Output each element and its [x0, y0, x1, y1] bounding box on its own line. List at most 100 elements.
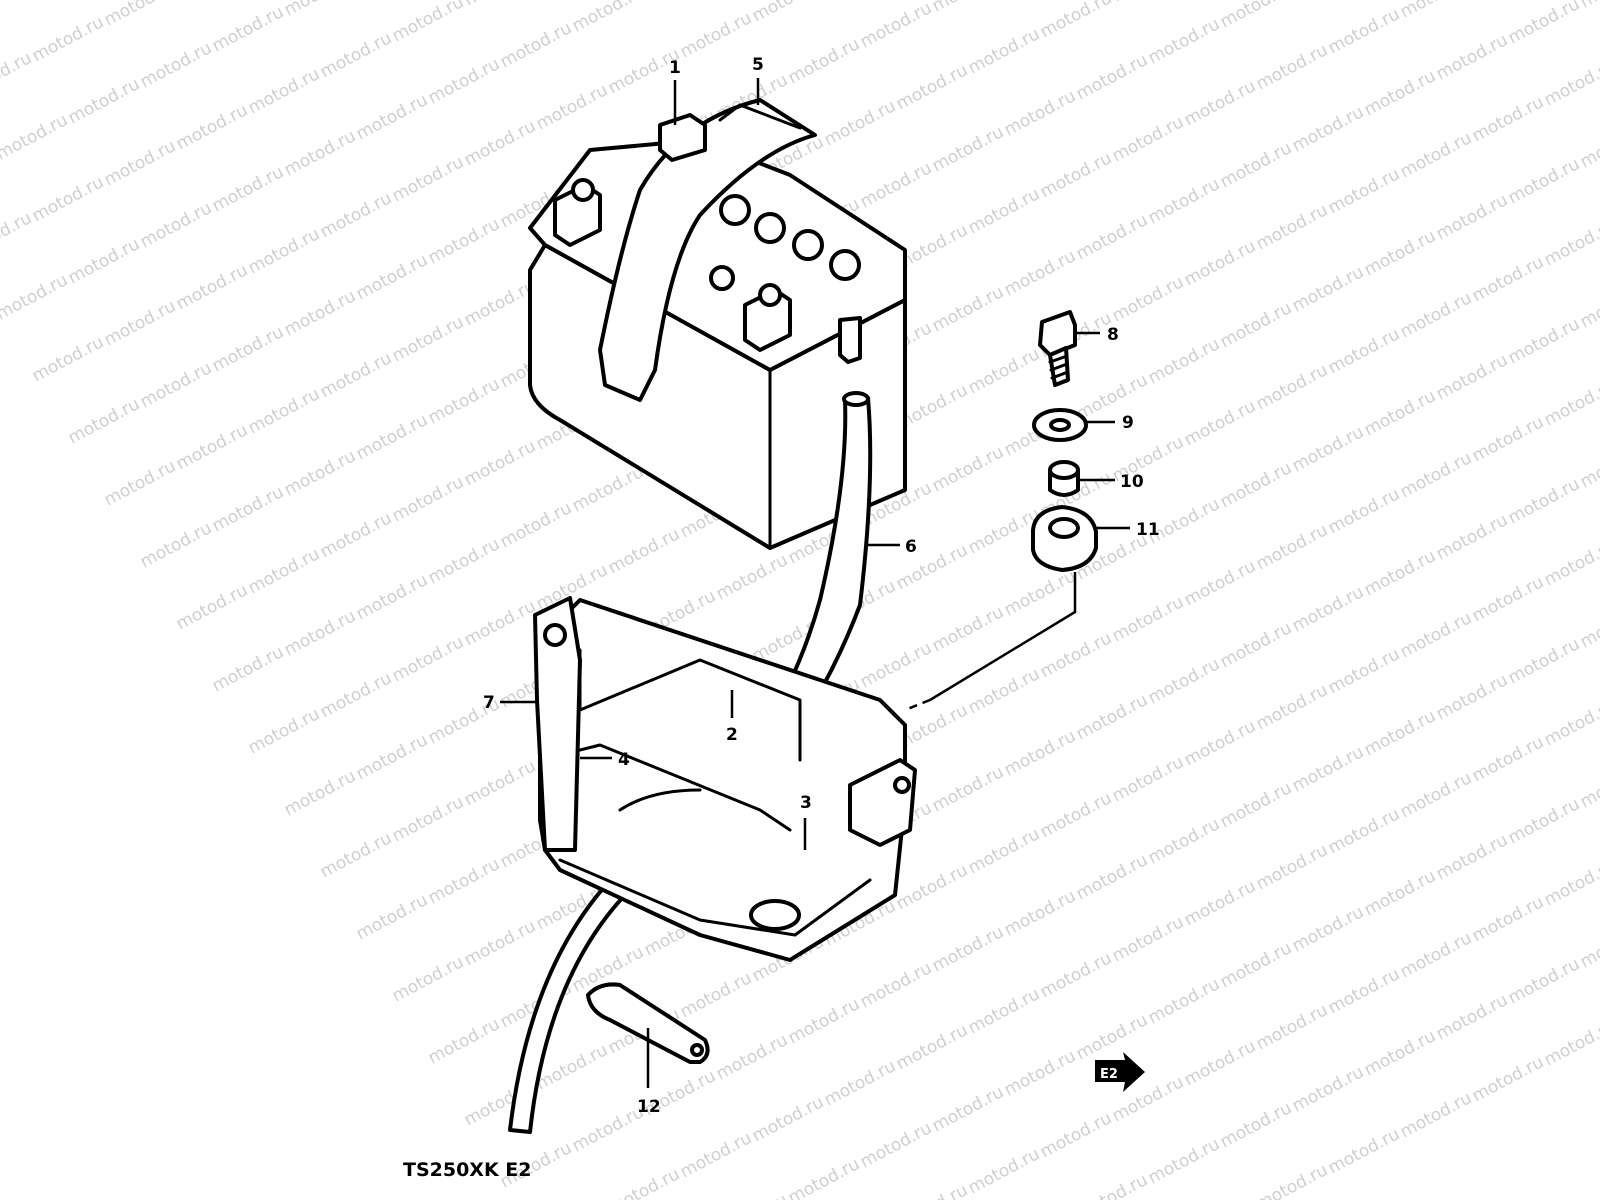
watermark-text: motod.ru — [1577, 758, 1600, 812]
watermark-text: motod.ru — [137, 358, 215, 412]
watermark-text: motod.ru — [245, 544, 323, 598]
watermark-text: motod.ru — [1505, 794, 1583, 848]
washer-drawing — [1032, 408, 1088, 442]
watermark-text: motod.ru — [1073, 1170, 1151, 1200]
watermark-text: motod.ru — [1577, 918, 1600, 972]
direction-arrow: E2 — [1095, 1052, 1145, 1092]
watermark-text: motod.ru — [353, 570, 431, 624]
watermark-text: motod.ru — [353, 250, 431, 304]
watermark-text: motod.ru — [1217, 778, 1295, 832]
watermark-text: motod.ru — [1541, 1016, 1600, 1070]
watermark-text: motod.ru — [1433, 510, 1511, 564]
watermark-text: motod.ru — [1397, 0, 1475, 22]
watermark-text: motod.ru — [1541, 376, 1600, 430]
watermark-text: motod.ru — [1253, 1160, 1331, 1200]
watermark-text: motod.ru — [1505, 154, 1583, 208]
watermark-text: motod.ru — [461, 0, 539, 10]
watermark-text: motod.ru — [461, 596, 539, 650]
callout-2: 2 — [726, 725, 738, 745]
battery-cell-caps — [709, 194, 861, 291]
watermark-text: motod.ru — [1361, 866, 1439, 920]
watermark-text: motod.ru — [1181, 236, 1259, 290]
watermark-text: motod.ru — [1361, 706, 1439, 760]
watermark-text: motod.ru — [1505, 474, 1583, 528]
watermark-text: motod.ru — [965, 24, 1043, 78]
leader-lines — [500, 78, 1130, 1088]
callout-1: 1 — [669, 58, 681, 78]
watermark-text: motod.ru — [389, 792, 467, 846]
watermark-text: motod.ru — [0, 0, 71, 4]
watermark-text: motod.ru — [1109, 752, 1187, 806]
watermark-text: motod.ru — [1325, 484, 1403, 538]
watermark-text: motod.ru — [1505, 954, 1583, 1008]
watermark-text: motod.ru — [173, 260, 251, 314]
watermark-text: motod.ru — [1577, 278, 1600, 332]
watermark-text: motod.ru — [929, 922, 1007, 976]
watermark-text: motod.ru — [929, 1082, 1007, 1136]
watermark-text: motod.ru — [245, 64, 323, 118]
watermark-text: motod.ru — [1289, 902, 1367, 956]
watermark-text: motod.ru — [281, 446, 359, 500]
watermark-text: motod.ru — [749, 0, 827, 26]
watermark-text: motod.ru — [209, 2, 287, 56]
watermark-text: motod.ru — [1073, 1010, 1151, 1064]
watermark-text: motod.ru — [461, 916, 539, 970]
watermark-text: motod.ru — [605, 1164, 683, 1200]
watermark-text: motod.ru — [209, 322, 287, 376]
watermark-text: motod.ru — [209, 482, 287, 536]
watermark-text: motod.ru — [1289, 422, 1367, 476]
watermark-text: motod.ru — [101, 296, 179, 350]
watermark-text: motod.ru — [1469, 892, 1547, 946]
watermark-text: motod.ru — [1217, 1098, 1295, 1152]
watermark-text: motod.ru — [389, 0, 467, 46]
watermark-text: motod.ru — [1469, 572, 1547, 626]
watermark-text: motod.ru — [425, 374, 503, 428]
cushion-drawing — [1031, 505, 1098, 572]
watermark-text: motod.ru — [461, 756, 539, 810]
watermark-text: motod.ru — [1253, 40, 1331, 94]
callout-labels: 1 2 3 4 5 6 7 8 9 10 11 12 — [483, 55, 1160, 1117]
watermark-text: motod.ru — [1577, 118, 1600, 172]
watermark-text: motod.ru — [857, 958, 935, 1012]
watermark-text: motod.ru — [317, 668, 395, 722]
watermark-text: motod.ru — [1577, 438, 1600, 492]
watermark-text: motod.ru — [1001, 726, 1079, 780]
watermark-text: motod.ru — [1001, 246, 1079, 300]
watermark-text: motod.ru — [281, 0, 359, 20]
watermark-text: motod.ru — [137, 38, 215, 92]
watermark-text: motod.ru — [1181, 76, 1259, 130]
callout-10: 10 — [1120, 472, 1144, 492]
bolt-drawing — [1038, 310, 1077, 387]
watermark-text: motod.ru — [1289, 1062, 1367, 1116]
watermark-text: motod.ru — [1145, 174, 1223, 228]
watermark-text: motod.ru — [1217, 938, 1295, 992]
watermark-text: motod.ru — [1073, 690, 1151, 744]
watermark-text: motod.ru — [389, 632, 467, 686]
watermark-text: motod.ru — [389, 472, 467, 526]
watermark-text: motod.ru — [353, 410, 431, 464]
watermark-text: motod.ru — [929, 122, 1007, 176]
callout-11: 11 — [1136, 520, 1160, 540]
watermark-text: motod.ru — [101, 136, 179, 190]
battery-drawing — [528, 98, 907, 550]
watermark-text: motod.ru — [1109, 592, 1187, 646]
watermark-text: motod.ru — [1289, 582, 1367, 636]
watermark-text: motod.ru — [101, 0, 179, 30]
watermark-text: motod.ru — [713, 1030, 791, 1084]
watermark-text: motod.ru — [1361, 226, 1439, 280]
watermark-text: motod.ru — [1073, 50, 1151, 104]
breather-hose — [508, 396, 873, 1134]
watermark-text: motod.ru — [425, 54, 503, 108]
watermark-text: motod.ru — [1361, 1026, 1439, 1080]
watermark-text: motod.ru — [929, 762, 1007, 816]
watermark-text: motod.ru — [1325, 644, 1403, 698]
direction-marker-label: E2 — [1100, 1067, 1118, 1082]
callout-9: 9 — [1122, 413, 1134, 433]
watermark-text: motod.ru — [1469, 1052, 1547, 1106]
watermark-text: motod.ru — [29, 12, 107, 66]
watermark-text: motod.ru — [569, 462, 647, 516]
watermark-text: motod.ru — [1289, 262, 1367, 316]
watermark-text: motod.ru — [1577, 598, 1600, 652]
watermark-text: motod.ru — [1433, 670, 1511, 724]
watermark-text: motod.ru — [497, 18, 575, 72]
